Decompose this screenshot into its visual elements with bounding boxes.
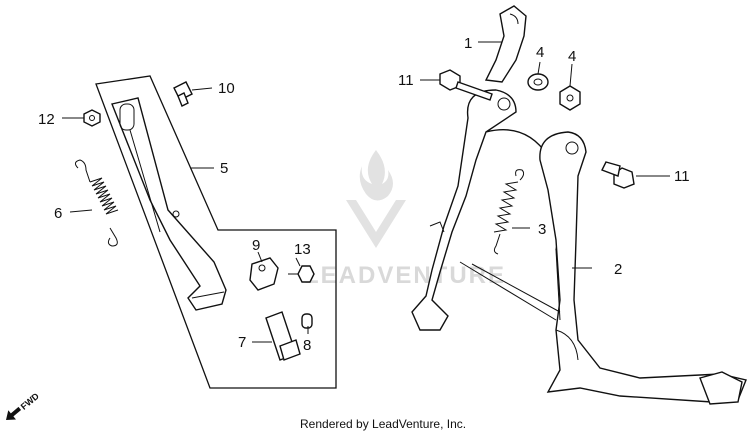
callout-7: 7 bbox=[238, 334, 246, 351]
part-4-collar bbox=[559, 85, 581, 111]
footer-credit: Rendered by LeadVenture, Inc. bbox=[300, 417, 466, 431]
callout-4a: 4 bbox=[536, 44, 544, 61]
callout-13: 13 bbox=[294, 241, 311, 258]
part-12-nut bbox=[83, 109, 101, 127]
callout-2: 2 bbox=[614, 261, 622, 278]
callout-11a: 11 bbox=[398, 72, 414, 89]
callout-9: 9 bbox=[252, 237, 260, 254]
watermark-text: LEADVENTURE bbox=[304, 262, 506, 289]
leader-lines bbox=[62, 41, 670, 343]
sidestand-group-outline bbox=[95, 75, 337, 389]
watermark-logo: LEADVENTURE bbox=[304, 150, 506, 289]
callout-12: 12 bbox=[38, 111, 55, 128]
callout-5: 5 bbox=[220, 160, 228, 177]
callout-8: 8 bbox=[303, 337, 311, 354]
part-11-bolt-left bbox=[439, 69, 493, 101]
callout-6: 6 bbox=[54, 205, 62, 222]
part-3-spring bbox=[493, 169, 525, 255]
part-7-switch bbox=[265, 311, 301, 361]
part-13-screw bbox=[288, 265, 315, 283]
part-8-collar bbox=[301, 313, 313, 329]
part-10-bolt bbox=[173, 81, 193, 107]
part-11-bolt-right bbox=[601, 161, 635, 189]
part-5-side-stand bbox=[111, 97, 227, 311]
callout-3: 3 bbox=[538, 221, 546, 238]
callout-1: 1 bbox=[464, 35, 472, 52]
fwd-indicator: FWD bbox=[6, 391, 42, 420]
part-9-clip bbox=[249, 257, 279, 291]
part-4-washer bbox=[527, 73, 549, 91]
callout-10: 10 bbox=[218, 80, 235, 97]
part-2-main-stand bbox=[411, 89, 747, 405]
fwd-label: FWD bbox=[19, 391, 42, 412]
part-1-guard bbox=[484, 5, 527, 83]
fwd-arrow-icon bbox=[6, 406, 22, 420]
part-6-spring bbox=[74, 159, 119, 247]
callout-4b: 4 bbox=[568, 48, 576, 65]
callout-11b: 11 bbox=[674, 168, 690, 185]
